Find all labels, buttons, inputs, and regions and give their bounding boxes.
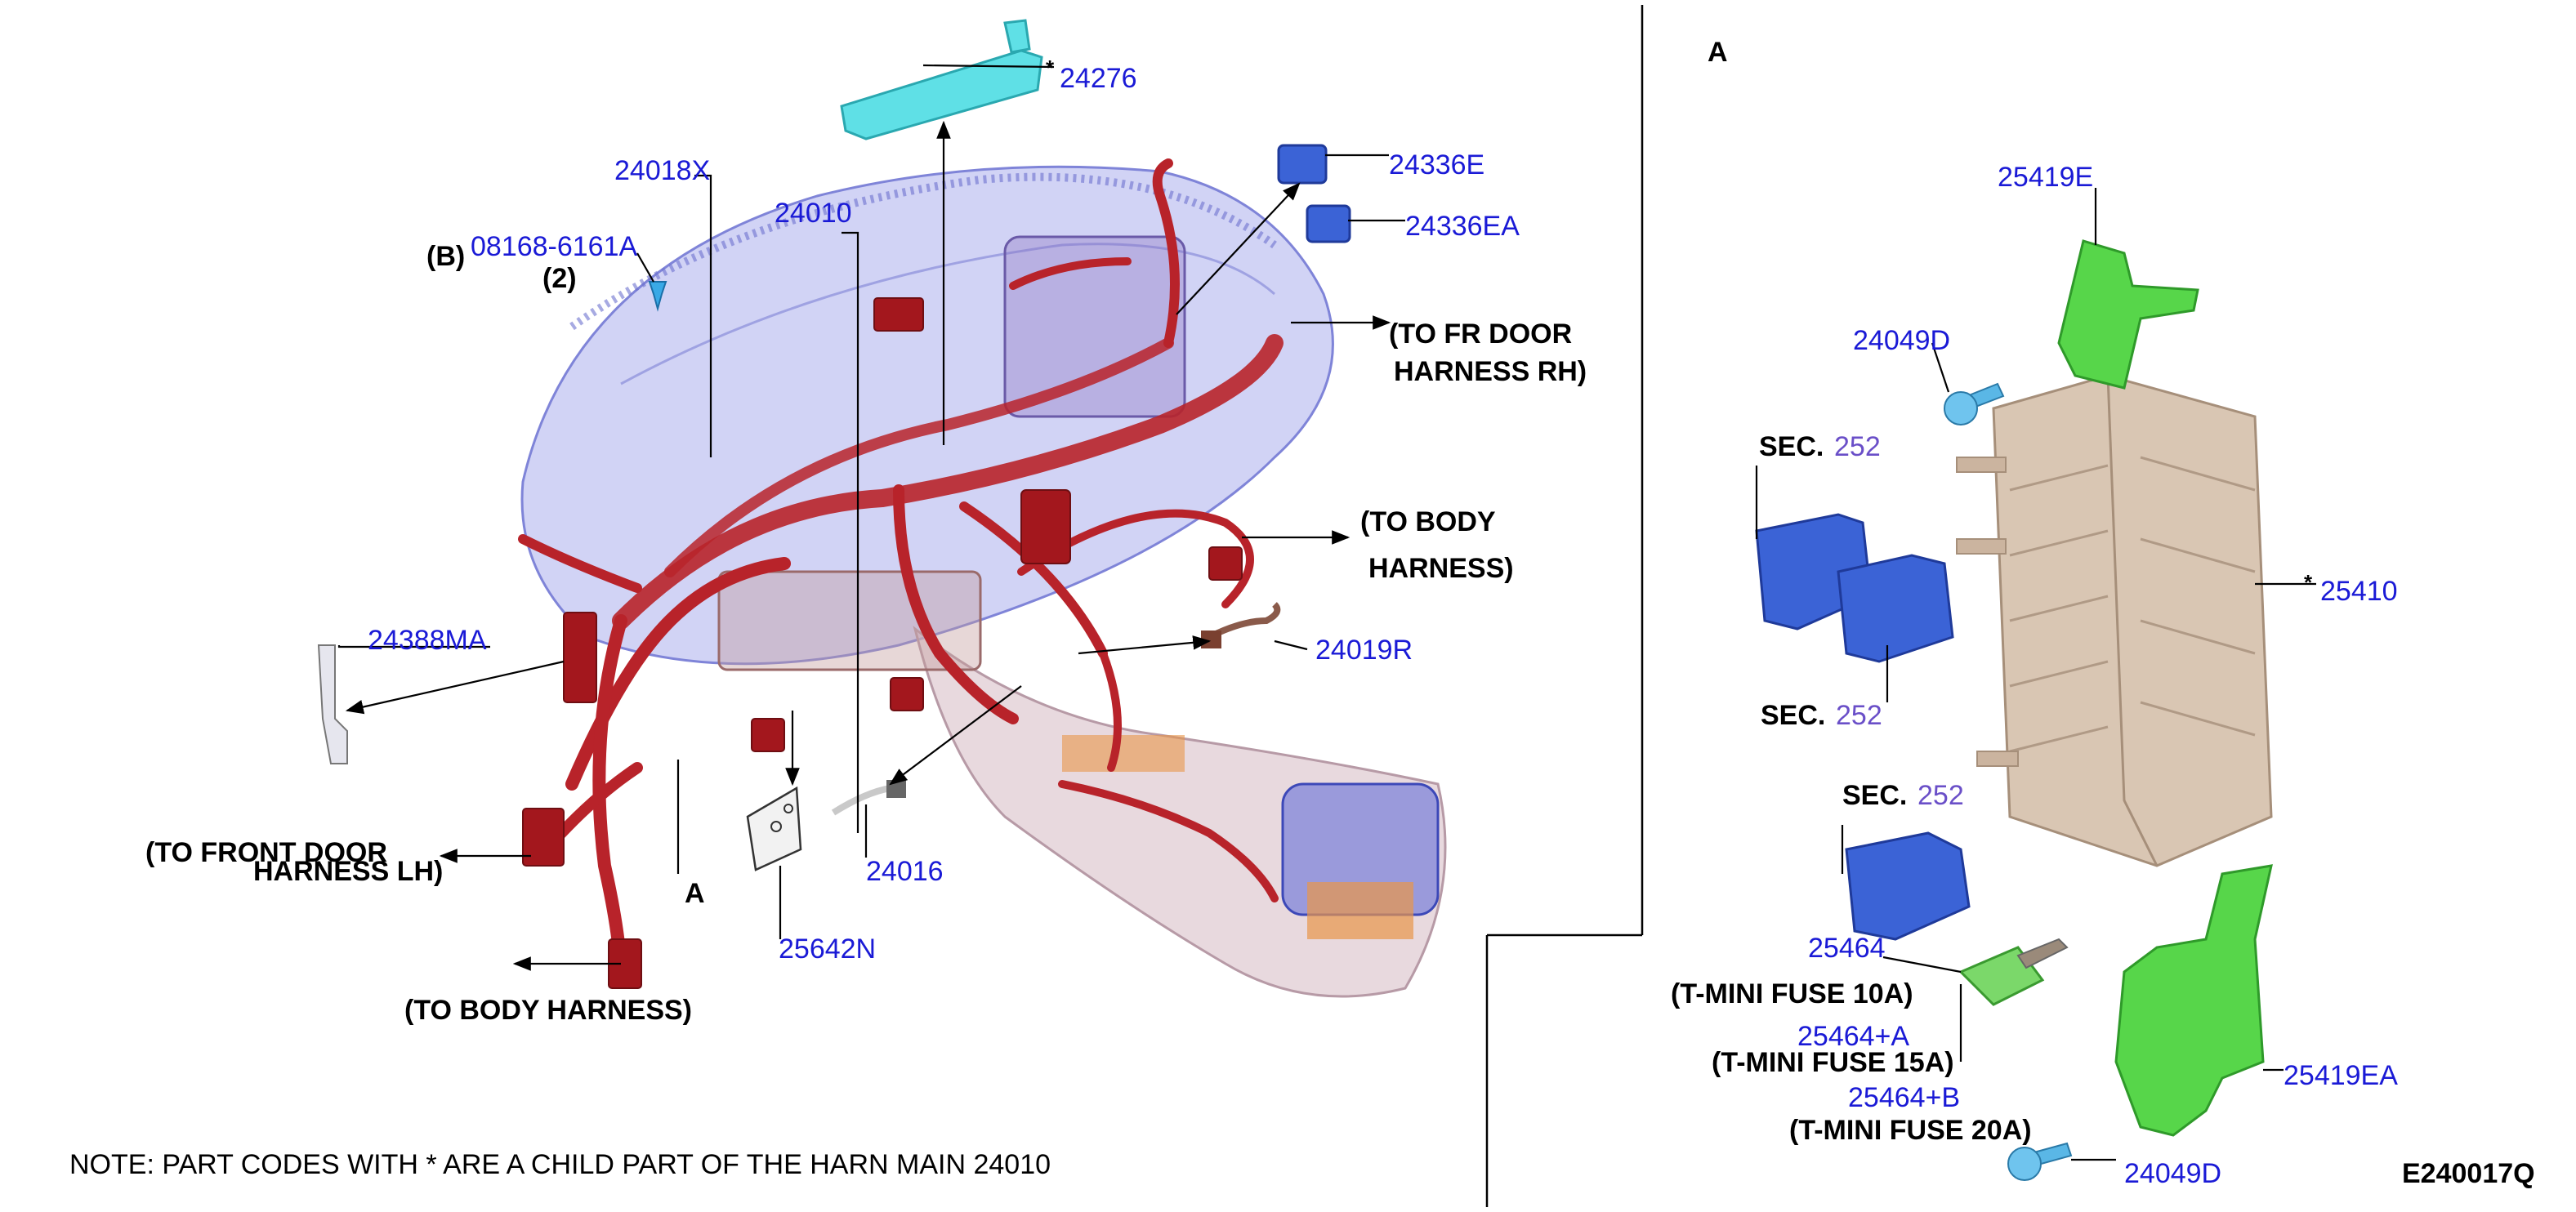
label-24388ma: 24388MA xyxy=(368,625,487,656)
fuse-block-25410 xyxy=(1956,374,2273,867)
main-harness-24010 xyxy=(518,158,1284,987)
label-24049d-bottom: 24049D xyxy=(2124,1158,2221,1189)
relay-sec-252-upper-right xyxy=(1837,554,1954,663)
bracket-24388ma xyxy=(317,644,348,764)
label-08168-6161a: 08168-6161A xyxy=(471,231,638,262)
label-24049d-top: 24049D xyxy=(1853,325,1950,356)
label-24018x: 24018X xyxy=(614,155,710,186)
label-25419e: 25419E xyxy=(1998,162,2093,193)
label-a-marker: A xyxy=(685,878,705,909)
detail-a-labels: A 25419E 24049D SEC. 252 SEC. 252 * 2541… xyxy=(1671,37,2535,1189)
label-08168-b: (B) xyxy=(426,241,465,272)
label-to-body-1: (TO BODY xyxy=(1360,506,1496,537)
bracket-24276 xyxy=(840,19,1043,140)
sec-number-3: 252 xyxy=(1917,780,1964,811)
label-24010: 24010 xyxy=(775,198,852,229)
detail-frame xyxy=(1485,5,1644,1207)
label-24336ea: 24336EA xyxy=(1405,211,1520,242)
label-25464-a: 25464+A xyxy=(1797,1021,1909,1052)
harness-24016 xyxy=(831,780,906,816)
leader-lines xyxy=(337,64,2316,1161)
harness-connectors xyxy=(522,297,1243,989)
label-25464-b: 25464+B xyxy=(1848,1082,1960,1113)
asterisk-24276: * xyxy=(1046,56,1055,80)
label-25410: 25410 xyxy=(2320,576,2398,607)
relay-sec-252-lower xyxy=(1845,831,1971,941)
label-25419ea: 25419EA xyxy=(2284,1060,2398,1091)
sec-prefix-3: SEC. xyxy=(1842,780,1907,811)
label-to-fr-door-1: (TO FR DOOR xyxy=(1389,319,1572,350)
label-to-body-2: HARNESS) xyxy=(1368,553,1514,584)
bracket-25642n xyxy=(746,786,802,871)
label-fuse-10a: (T-MINI FUSE 10A) xyxy=(1671,978,1913,1009)
label-fuse-15a: (T-MINI FUSE 15A) xyxy=(1712,1047,1954,1078)
note-text: NOTE: PART CODES WITH * ARE A CHILD PART… xyxy=(69,1149,1051,1180)
label-to-body-harness: (TO BODY HARNESS) xyxy=(404,995,692,1026)
bracket-25419e xyxy=(2057,239,2199,390)
label-to-front-door-1: (TO FRONT DOOR xyxy=(145,837,387,868)
label-24276: 24276 xyxy=(1060,63,1137,94)
sec-number-1: 252 xyxy=(1834,431,1881,462)
label-25464: 25464 xyxy=(1808,933,1886,964)
screw-24049d-bottom xyxy=(2007,1142,2073,1181)
relay-24336ea xyxy=(1306,204,1351,243)
main-labels: 24276 * 24018X 24010 (B) 08168-6161A (2)… xyxy=(69,56,1587,1180)
label-08168-qty: (2) xyxy=(542,263,577,294)
label-to-front-door-2: HARNESS LH) xyxy=(253,856,443,887)
label-fuse-20a: (T-MINI FUSE 20A) xyxy=(1789,1115,2032,1146)
label-to-fr-door-2: HARNESS RH) xyxy=(1394,356,1587,387)
sec-prefix-1: SEC. xyxy=(1759,431,1824,462)
bracket-25419ea xyxy=(2114,864,2273,1137)
sec-prefix-2: SEC. xyxy=(1761,700,1825,731)
harness-24019r xyxy=(1201,602,1281,648)
clip-08168-6161a xyxy=(648,281,667,312)
label-24019r: 24019R xyxy=(1315,635,1413,666)
label-24016: 24016 xyxy=(866,856,944,887)
relay-24336e xyxy=(1277,144,1328,185)
label-24336e: 24336E xyxy=(1389,149,1484,180)
mini-fuse-25464 xyxy=(1958,938,2069,1006)
label-25642n: 25642N xyxy=(779,934,876,965)
screw-24049d-top xyxy=(1944,382,2005,426)
figure-code: E240017Q xyxy=(2402,1158,2535,1189)
detail-title: A xyxy=(1708,37,1728,68)
asterisk-25410: * xyxy=(2304,570,2313,595)
sec-number-2: 252 xyxy=(1836,700,1882,731)
